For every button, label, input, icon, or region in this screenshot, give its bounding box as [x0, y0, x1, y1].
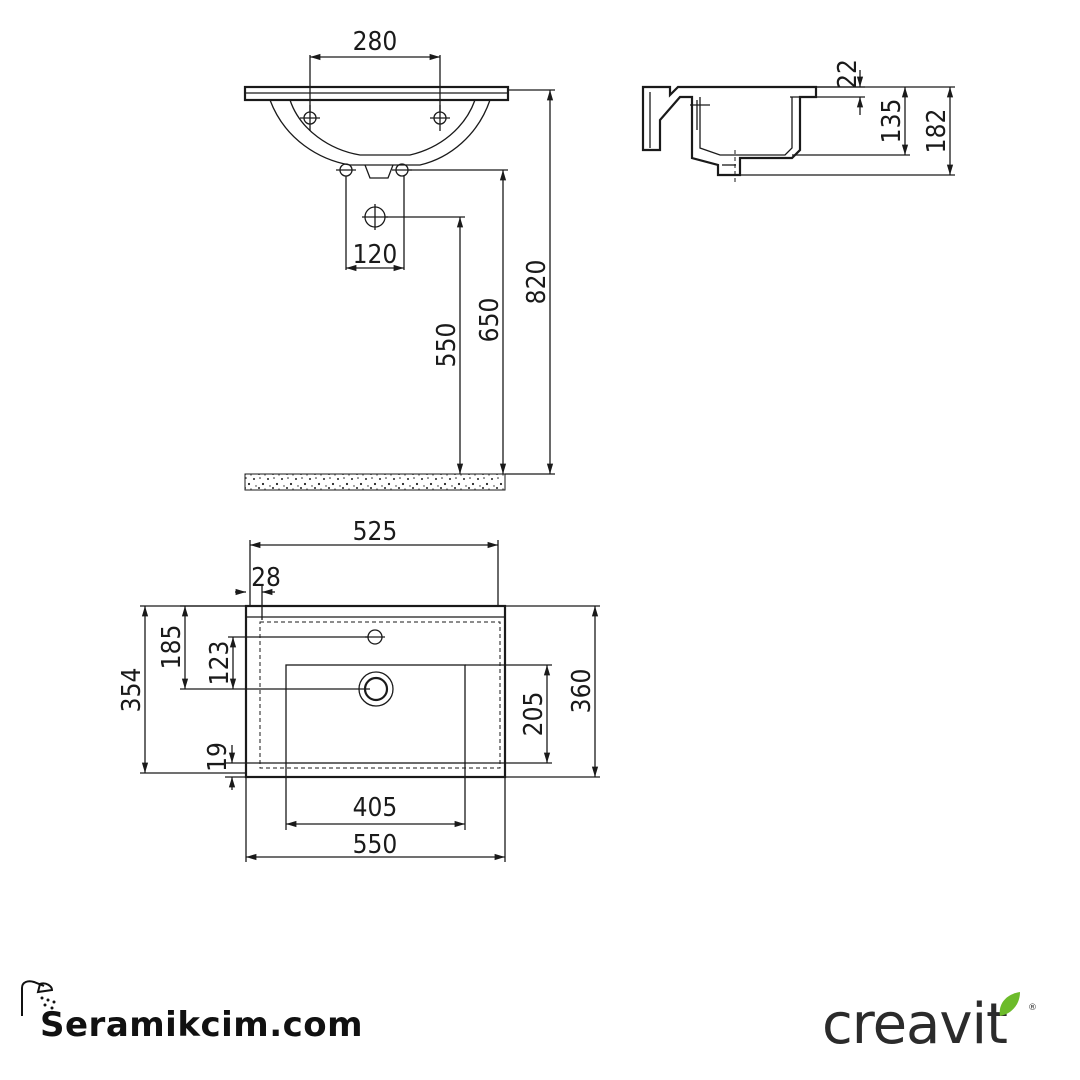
basin-side-profile: [641, 85, 818, 177]
basin-outline-plan: [244, 604, 507, 779]
site-name: Seramikcim.com: [40, 1005, 364, 1045]
dim-22: 22: [833, 59, 863, 89]
dim-28: 28: [251, 563, 281, 593]
drain-outlet: [364, 164, 394, 179]
shower-head-icon: [21, 980, 56, 1016]
dim-205: 205: [519, 692, 549, 737]
fixing-hole-left: [336, 163, 356, 177]
dim-820-height: 820: [522, 260, 552, 305]
brand-logo: creavit: [822, 992, 1008, 1057]
plan-view: 525 28 185 123 354 19 205: [117, 517, 600, 862]
dim-550-width: 550: [353, 830, 398, 860]
dim-360: 360: [567, 669, 597, 714]
waste-outlet-marker: [362, 204, 388, 230]
dim-182: 182: [922, 109, 952, 154]
floor-hatch: [244, 473, 506, 491]
basin-bowl-plan: [285, 664, 466, 764]
dim-354: 354: [117, 668, 147, 713]
basin-inner-rim: [259, 621, 501, 769]
front-elevation: 280 120 550 650 820: [243, 27, 555, 491]
dim-405: 405: [353, 793, 398, 823]
dim-123: 123: [205, 641, 235, 686]
dim-19: 19: [203, 742, 233, 772]
dim-650-height: 650: [475, 298, 505, 343]
dim-185: 185: [157, 625, 187, 670]
basin-bowl-profile: [269, 99, 491, 166]
dim-280: 280: [353, 27, 398, 57]
dim-120: 120: [353, 240, 398, 270]
leaf-icon: [999, 992, 1020, 1016]
dim-550-height: 550: [432, 323, 462, 368]
side-section: 22 135 182: [641, 59, 955, 185]
dim-135: 135: [877, 99, 907, 144]
registered-mark: ®: [1028, 1003, 1037, 1013]
dim-525: 525: [353, 517, 398, 547]
